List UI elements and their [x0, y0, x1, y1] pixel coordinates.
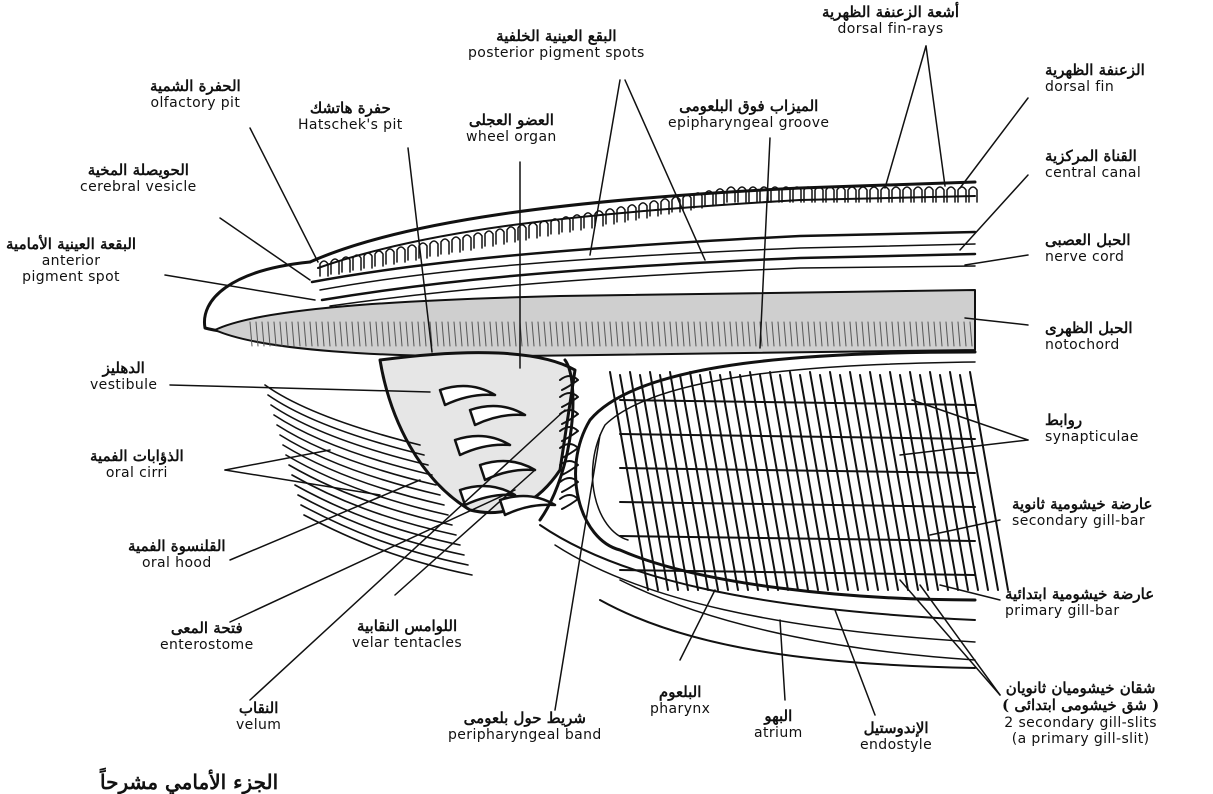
label-secondary-gill-bar: عارضة خيشومية ثانوية secondary gill-bar: [1012, 496, 1152, 529]
label-oral-hood-ar: القلنسوة الفمية: [128, 538, 226, 555]
label-peripharyngeal-band-en: peripharyngeal band: [448, 727, 602, 743]
label-olfactory-pit-en: olfactory pit: [150, 95, 241, 111]
label-pharynx-en: pharynx: [650, 701, 710, 717]
label-wheel-organ: العضو العجلى wheel organ: [466, 112, 557, 145]
label-wheel-organ-en: wheel organ: [466, 129, 557, 145]
label-olfactory-pit: الحفرة الشمية olfactory pit: [150, 78, 241, 111]
label-enterostome-ar: فتحة المعى: [160, 620, 254, 637]
label-notochord: الحبل الظهرى notochord: [1045, 320, 1133, 353]
label-epipharyngeal-groove-ar: الميزاب فوق البلعومى: [668, 98, 829, 115]
label-nerve-cord-ar: الحبل العصبى: [1045, 232, 1131, 249]
label-pharynx: البلعوم pharynx: [650, 684, 710, 717]
label-epipharyngeal-groove: الميزاب فوق البلعومى epipharyngeal groov…: [668, 98, 829, 131]
label-oral-cirri: الذؤابات الفمية oral cirri: [90, 448, 184, 481]
label-dorsal-fin-rays-en: dorsal fin-rays: [822, 21, 959, 37]
pharynx-outline: [576, 352, 975, 600]
label-vestibule-en: vestibule: [90, 377, 157, 393]
label-gill-slits-ar: شقان خيشوميان ثانويان: [1002, 680, 1159, 697]
label-velum-en: velum: [236, 717, 281, 733]
label-epipharyngeal-groove-en: epipharyngeal groove: [668, 115, 829, 131]
label-velar-tentacles-ar: اللوامس النقابية: [352, 618, 462, 635]
label-notochord-ar: الحبل الظهرى: [1045, 320, 1133, 337]
label-nerve-cord-en: nerve cord: [1045, 249, 1131, 265]
label-velum: النقاب velum: [236, 700, 281, 733]
label-central-canal-en: central canal: [1045, 165, 1141, 181]
label-endostyle: الإندوستيل endostyle: [860, 720, 932, 753]
label-oral-cirri-en: oral cirri: [90, 465, 184, 481]
label-central-canal: القناة المركزية central canal: [1045, 148, 1141, 181]
label-peripharyngeal-band: شريط حول بلعومى peripharyngeal band: [448, 710, 602, 743]
label-atrium: البهو atrium: [754, 708, 803, 741]
label-vestibule-ar: الدهليز: [90, 360, 157, 377]
label-dorsal-fin-rays-ar: أشعة الزعنفة الظهرية: [822, 4, 959, 21]
figure-caption: الجزء الأمامي مشرحاً: [100, 770, 278, 794]
label-central-canal-ar: القناة المركزية: [1045, 148, 1141, 165]
label-nerve-cord: الحبل العصبى nerve cord: [1045, 232, 1131, 265]
label-anterior-pigment-ar: البقعة العينية الأمامية: [6, 236, 136, 253]
label-oral-hood: القلنسوة الفمية oral hood: [128, 538, 226, 571]
label-gill-slits-en: 2 secondary gill-slits: [1002, 715, 1159, 731]
label-cerebral-vesicle-en: cerebral vesicle: [80, 179, 197, 195]
label-anterior-pigment-en: anterior: [6, 253, 136, 269]
label-secondary-gill-bar-en: secondary gill-bar: [1012, 513, 1152, 529]
dorsal-outline: [310, 182, 975, 262]
label-dorsal-fin-ar: الزعنفة الظهرية: [1045, 62, 1145, 79]
label-endostyle-ar: الإندوستيل: [860, 720, 932, 737]
label-atrium-ar: البهو: [754, 708, 803, 725]
label-peripharyngeal-band-ar: شريط حول بلعومى: [448, 710, 602, 727]
label-hatscheks-pit: حفرة هاتشك Hatschek's pit: [298, 100, 403, 133]
label-enterostome: فتحة المعى enterostome: [160, 620, 254, 653]
label-synapticulae-ar: روابط: [1045, 412, 1139, 429]
label-notochord-en: notochord: [1045, 337, 1133, 353]
label-dorsal-fin-rays: أشعة الزعنفة الظهرية dorsal fin-rays: [822, 4, 959, 37]
label-pharynx-ar: البلعوم: [650, 684, 710, 701]
label-hatscheks-pit-en: Hatschek's pit: [298, 117, 403, 133]
label-anterior-pigment-spot: البقعة العينية الأمامية anterior pigment…: [6, 236, 136, 285]
label-gill-slits-ar2: ( شق خيشومى ابتدائى ): [1002, 697, 1159, 714]
label-velar-tentacles-en: velar tentacles: [352, 635, 462, 651]
label-gill-slits-en2: (a primary gill-slit): [1002, 731, 1159, 747]
label-primary-gill-bar-ar: عارضة خيشومية ابتدائية: [1005, 586, 1154, 603]
label-velum-ar: النقاب: [236, 700, 281, 717]
label-dorsal-fin-en: dorsal fin: [1045, 79, 1145, 95]
label-wheel-organ-ar: العضو العجلى: [466, 112, 557, 129]
label-anterior-pigment-en2: pigment spot: [6, 269, 136, 285]
label-synapticulae: روابط synapticulae: [1045, 412, 1139, 445]
label-vestibule: الدهليز vestibule: [90, 360, 157, 393]
label-hatscheks-pit-ar: حفرة هاتشك: [298, 100, 403, 117]
label-synapticulae-en: synapticulae: [1045, 429, 1139, 445]
label-enterostome-en: enterostome: [160, 637, 254, 653]
label-oral-hood-en: oral hood: [128, 555, 226, 571]
label-oral-cirri-ar: الذؤابات الفمية: [90, 448, 184, 465]
label-atrium-en: atrium: [754, 725, 803, 741]
label-velar-tentacles: اللوامس النقابية velar tentacles: [352, 618, 462, 651]
label-posterior-pigment-spots: البقع العينية الخلفية posterior pigment …: [468, 28, 645, 61]
label-secondary-gill-bar-ar: عارضة خيشومية ثانوية: [1012, 496, 1152, 513]
label-primary-gill-bar: عارضة خيشومية ابتدائية primary gill-bar: [1005, 586, 1154, 619]
label-dorsal-fin: الزعنفة الظهرية dorsal fin: [1045, 62, 1145, 95]
label-posterior-pigment-en: posterior pigment spots: [468, 45, 645, 61]
label-primary-gill-bar-en: primary gill-bar: [1005, 603, 1154, 619]
label-gill-slits: شقان خيشوميان ثانويان ( شق خيشومى ابتدائ…: [1002, 680, 1159, 747]
label-endostyle-en: endostyle: [860, 737, 932, 753]
label-cerebral-vesicle-ar: الحويصلة المخية: [80, 162, 197, 179]
label-olfactory-pit-ar: الحفرة الشمية: [150, 78, 241, 95]
label-posterior-pigment-ar: البقع العينية الخلفية: [468, 28, 645, 45]
label-cerebral-vesicle: الحويصلة المخية cerebral vesicle: [80, 162, 197, 195]
